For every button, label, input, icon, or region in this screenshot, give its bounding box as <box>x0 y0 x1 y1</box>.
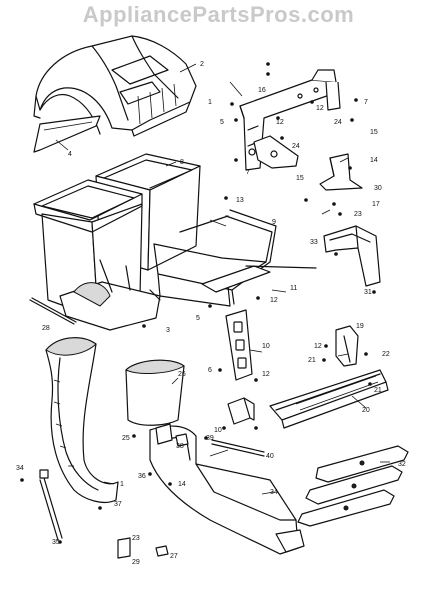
mount-bracket <box>239 69 341 171</box>
bag-frame <box>153 209 277 307</box>
leader-lines <box>55 63 390 495</box>
callout: 11 <box>290 285 297 292</box>
callout: 27 <box>170 553 178 560</box>
callout: 38 <box>176 443 184 450</box>
chute-rod <box>39 469 63 541</box>
callout: 8 <box>180 159 184 166</box>
callout: 24 <box>334 119 342 126</box>
callout: 14 <box>370 157 378 164</box>
callout: 6 <box>208 367 212 374</box>
callout: 37 <box>114 501 122 508</box>
callout: 14 <box>178 481 186 488</box>
deflector-plate <box>319 153 363 191</box>
callout: 5 <box>196 315 200 322</box>
cover-liner <box>33 115 101 153</box>
callout: 2 <box>200 61 204 68</box>
support-rod <box>245 265 317 269</box>
mower-blades <box>297 445 409 527</box>
callout: 7 <box>246 169 250 176</box>
callout: 39 <box>206 435 214 442</box>
callout: 12 <box>262 371 270 378</box>
bag-rod <box>29 297 77 325</box>
deck-cover <box>323 225 381 287</box>
watermark: AppliancePartsPros.com <box>82 2 355 27</box>
callout: 30 <box>374 185 382 192</box>
callout: 34 <box>16 465 24 472</box>
small-hardware <box>117 423 189 559</box>
callout: 22 <box>382 351 390 358</box>
callout: 10 <box>214 427 222 434</box>
callout: 12 <box>276 119 284 126</box>
callout: 12 <box>270 297 278 304</box>
collection-bags <box>33 153 201 331</box>
callout: 40 <box>266 453 274 460</box>
callout: 7 <box>364 99 368 106</box>
callout: 34 <box>270 489 278 496</box>
callout: 13 <box>236 197 244 204</box>
callout: 23 <box>132 535 140 542</box>
callout: 12 <box>316 105 324 112</box>
baffle-bracket <box>227 397 255 425</box>
callout: 4 <box>68 151 72 158</box>
callout: 35 <box>52 539 60 546</box>
callout: 5 <box>220 119 224 126</box>
link-rod <box>211 439 265 457</box>
callout: 29 <box>132 559 140 566</box>
callout: 1 <box>120 481 124 488</box>
callout: 9 <box>272 219 276 226</box>
callout: 19 <box>356 323 364 330</box>
fastener-dots <box>20 62 376 544</box>
callout: 28 <box>42 325 50 332</box>
chute-tube <box>45 337 119 503</box>
hitch-bracket <box>335 325 359 367</box>
callout: 21 <box>374 387 382 394</box>
baffle <box>269 369 389 429</box>
callout: 3 <box>166 327 170 334</box>
callout: 33 <box>310 239 318 246</box>
callout-labels: 2 4 8 1 16 5 12 12 24 24 7 7 15 15 14 30… <box>16 61 406 566</box>
callout: 21 <box>308 357 316 364</box>
callout: 1 <box>208 99 212 106</box>
callout: 25 <box>122 435 130 442</box>
callout: 23 <box>354 211 362 218</box>
callout: 16 <box>258 87 266 94</box>
callout: 12 <box>314 343 322 350</box>
callout: 31 <box>364 289 372 296</box>
adapter-plate <box>225 309 253 381</box>
callout: 26 <box>178 371 186 378</box>
callout: 17 <box>372 201 380 208</box>
callout: 15 <box>370 129 378 136</box>
lower-chute <box>125 359 305 555</box>
callout: 32 <box>398 461 406 468</box>
callout: 10 <box>262 343 270 350</box>
callout: 24 <box>292 143 300 150</box>
callout: 20 <box>362 407 370 414</box>
callout: 36 <box>138 473 146 480</box>
callout: 15 <box>296 175 304 182</box>
side-bracket <box>253 135 299 169</box>
